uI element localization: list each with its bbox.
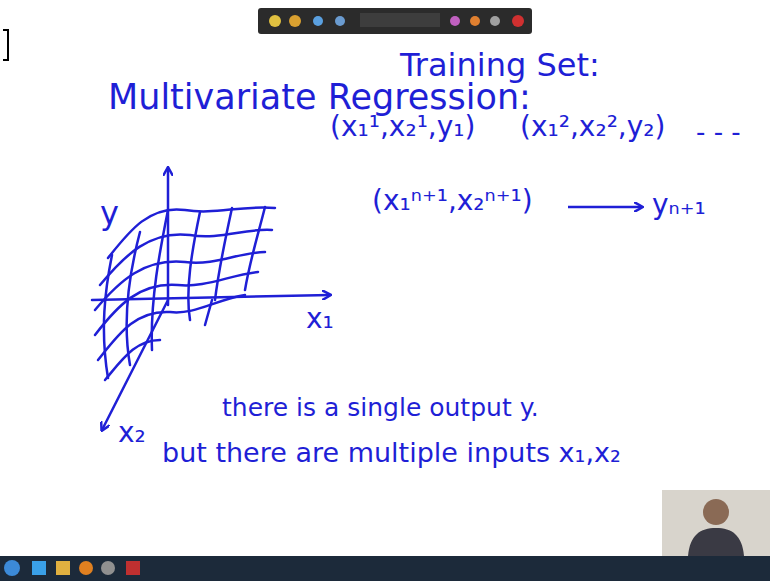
slide-title: Multivariate Regression:: [108, 78, 531, 117]
training-sample: (x₁²,x₂²,y₂): [520, 112, 665, 143]
ellipsis: - - -: [696, 118, 741, 147]
axes: [92, 168, 330, 430]
surface-mesh: [95, 207, 275, 380]
training-sample: (x₁¹,x₂¹,y₁): [330, 112, 475, 143]
axis-label: y: [100, 196, 119, 231]
toolbar-icons: [269, 13, 524, 27]
margin-mark: [3, 30, 8, 60]
axis-label: x₁: [306, 304, 334, 335]
section-heading: Training Set:: [400, 48, 600, 83]
presenter-video: [662, 490, 770, 556]
toolbar: [258, 8, 532, 34]
axis-label: x₂: [118, 418, 146, 449]
taskbar-icons: [4, 560, 140, 576]
mapping-arrow: [568, 206, 642, 209]
note-text: there is a single output y.: [222, 394, 539, 422]
query-input: (x₁ⁿ⁺¹,x₂ⁿ⁺¹): [372, 186, 533, 217]
note-text: but there are multiple inputs x₁,x₂: [162, 438, 621, 468]
predicted-output: yₙ₊₁: [652, 190, 706, 221]
taskbar: [0, 556, 770, 581]
